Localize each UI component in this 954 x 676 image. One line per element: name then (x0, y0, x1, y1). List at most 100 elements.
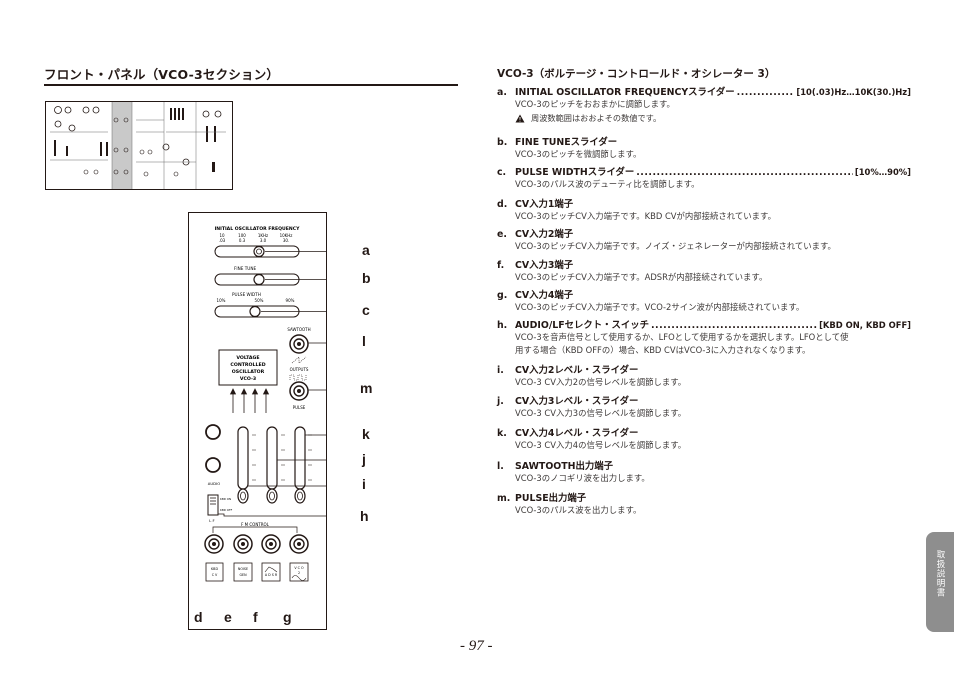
cv2-level-knob (237, 488, 249, 504)
leader-dots (651, 320, 817, 331)
item-name: CV入力3レベル・スライダー (515, 396, 639, 407)
frequency-slider-knob[interactable] (253, 245, 265, 258)
item-g: g.CV入力4端子 VCO-3のピッチCV入力端子です。VCO-2サイン波が内部… (497, 287, 911, 314)
item-range: [10%…90%] (854, 167, 911, 177)
cv-input-jacks[interactable] (204, 534, 309, 554)
item-name: SAWTOOTH出力端子 (515, 461, 614, 472)
item-name: PULSE出力端子 (515, 493, 587, 504)
cv-jack-holes (212, 542, 301, 546)
frequency-knob-inner (256, 248, 262, 255)
item-name: INITIAL OSCILLATOR FREQUENCYスライダー (515, 87, 735, 98)
pulse-wave-icon (289, 374, 307, 381)
pulse-label: PULSE (293, 405, 306, 410)
fm-control-label: F M CONTROL (241, 522, 270, 527)
pulse-tick: 10% (217, 298, 226, 303)
item-j: j.CV入力3レベル・スライダー VCO-3 CV入力3の信号レベルを調節します… (497, 393, 911, 420)
note-text: 周波数範囲はおおよその数値です。 (531, 113, 662, 123)
level-slider-knobs[interactable] (237, 488, 306, 504)
item-name: CV入力4レベル・スライダー (515, 428, 639, 439)
fm-bracket (212, 526, 298, 533)
vco3-panel: INITIAL OSCILLATOR FREQUENCY 10 100 1KHz… (188, 212, 365, 630)
item-desc: VCO-3のノコギリ波を出力します。 (515, 473, 650, 483)
item-desc: VCO-3のピッチを微調節します。 (515, 149, 642, 159)
callout-a: a (362, 242, 370, 258)
vco3-panel-drawing: INITIAL OSCILLATOR FREQUENCY 10 100 1KHz… (204, 226, 365, 582)
kbd-off-label: KBD OFF (220, 508, 233, 512)
thumbnail-drawing (50, 102, 226, 189)
item-letter: k. (497, 428, 507, 439)
vco-box-line: CONTROLLED (230, 362, 265, 368)
frequency-tick: 3.0 (260, 238, 267, 243)
cv-source-label: V C O (294, 566, 304, 570)
fine-tune-slider-knob[interactable] (253, 273, 265, 286)
front-panel-thumbnail (45, 101, 233, 190)
switch-ribs (210, 497, 216, 505)
item-i: i.CV入力2レベル・スライダー VCO-3 CV入力2の信号レベルを調節します… (497, 362, 911, 389)
callout-j: j (362, 451, 366, 467)
callout-c: c (362, 302, 370, 318)
item-desc: VCO-3 CV入力4の信号レベルを調節します。 (515, 440, 687, 450)
item-name: FINE TUNEスライダー (515, 137, 618, 148)
item-name: AUDIO/LFセレクト・スイッチ (515, 320, 649, 331)
pulse-tick: 90% (286, 298, 295, 303)
item-k: k. CV入力4レベル・スライダー VCO-3 CV入力4の信号レベルを調節します… (497, 425, 911, 452)
audio-label: AUDIO (208, 481, 220, 486)
item-desc: VCO-3のパルス波のデューティ比を調節します。 (515, 179, 700, 189)
frequency-tick: .03 (219, 238, 226, 243)
item-letter: l. (497, 461, 504, 472)
callout-b: b (362, 270, 371, 286)
item-name: CV入力3端子 (515, 260, 574, 271)
callout-d: d (194, 609, 203, 625)
item-m: m. PULSE出力端子 VCO-3のパルス波を出力します。 (497, 490, 911, 517)
left-upper-knob[interactable] (205, 424, 221, 440)
cv3-level-knob (266, 488, 278, 504)
cv-arrows (229, 388, 270, 413)
cv2-level-slider (237, 426, 249, 490)
caution-icon (515, 114, 525, 122)
callout-m: m (360, 380, 373, 396)
callout-e: e (224, 609, 232, 625)
fine-tune-label: FINE TUNE (234, 266, 257, 271)
item-desc: VCO-3 CV入力3の信号レベルを調節します。 (515, 408, 687, 418)
frequency-header: INITIAL OSCILLATOR FREQUENCY (215, 226, 301, 232)
title-rule (44, 84, 458, 86)
leader-dots (737, 87, 795, 98)
item-letter: a. (497, 87, 507, 98)
lf-label: L F (209, 518, 215, 523)
vco-box-line: VOLTAGE (236, 355, 259, 361)
item-desc: VCO-3のパルス波を出力します。 (515, 505, 642, 515)
level-sliders[interactable] (237, 426, 306, 490)
leader-dots (636, 167, 853, 178)
callout-f: f (253, 609, 258, 625)
frequency-tick: 100 (238, 233, 246, 238)
cv-source-label: A D S R (265, 573, 278, 577)
cv-source-label: KBD (211, 567, 218, 571)
callout-k: k (362, 426, 370, 442)
slider-callout-lines (248, 434, 365, 487)
cv4-level-knob (294, 488, 306, 504)
cv4-level-slider (294, 426, 306, 490)
cv-source-boxes (205, 562, 309, 582)
sawtooth-jack-hole (297, 342, 301, 346)
pulse-tick: 50% (255, 298, 264, 303)
kbd-on-label: KBD ON (220, 497, 231, 501)
section-heading: VCO-3（ボルテージ・コントロールド・オシレーター 3） (497, 68, 776, 80)
sawtooth-wave-icon (291, 356, 307, 364)
item-h: h.AUDIO/LFセレクト・スイッチ[KBD ON, KBD OFF] VCO… (497, 317, 911, 357)
callout-l: l (362, 333, 366, 349)
item-c: c.PULSE WIDTHスライダー[10%…90%] VCO-3のパルス波のデ… (497, 164, 911, 191)
frequency-tick: 30. (283, 238, 289, 243)
pulse-jack-hole (297, 389, 301, 393)
page-number: - 97 - (460, 638, 493, 654)
item-letter: m. (497, 493, 511, 504)
pulse-width-slider-knob[interactable] (249, 305, 261, 318)
audio-lf-switch[interactable] (207, 494, 219, 516)
pulse-width-label: PULSE WIDTH (232, 292, 261, 297)
item-note: 周波数範囲はおおよその数値です。 (515, 112, 911, 124)
item-desc: VCO-3のピッチCV入力端子です。ノイズ・ジェネレーターが内部接続されています… (515, 241, 836, 251)
left-lower-knob[interactable] (205, 457, 221, 473)
cv-source-label: 2 (298, 571, 300, 575)
item-desc: VCO-3のピッチCV入力端子です。ADSRが内部接続されています。 (515, 272, 768, 282)
frequency-tick: 0.3 (239, 238, 246, 243)
outputs-label: OUTPUTS (290, 367, 309, 372)
